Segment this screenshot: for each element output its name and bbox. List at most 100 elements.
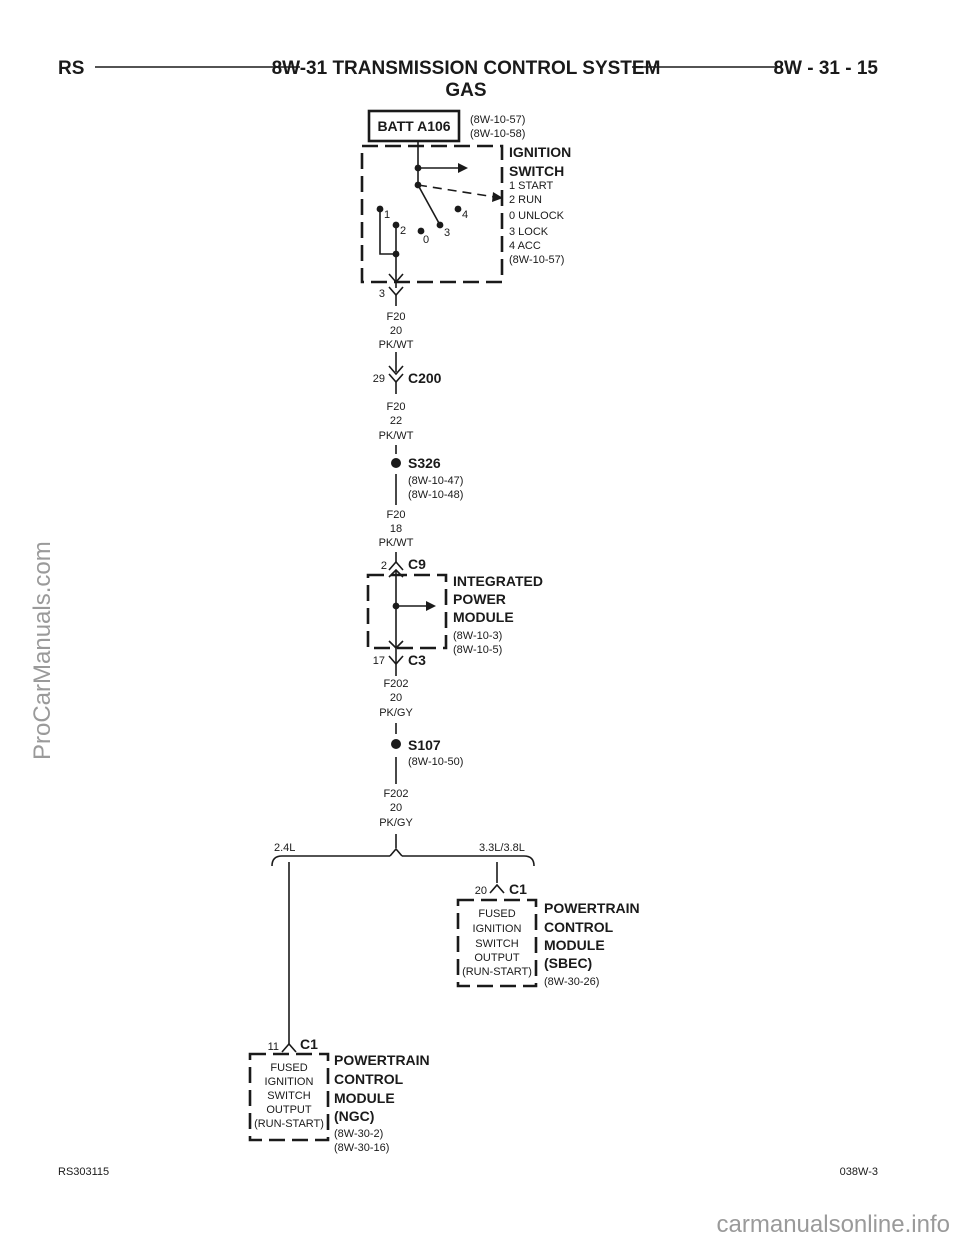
header-title-line1: 8W-31 TRANSMISSION CONTROL SYSTEM (272, 58, 661, 79)
ignition-legend-lock: 3 LOCK (509, 226, 549, 238)
c200-arrow-upper-icon (388, 365, 404, 376)
watermark-bottom: carmanualsonline.info (717, 1211, 950, 1238)
pcm-sbec-inner-4: OUTPUT (474, 952, 520, 964)
page-footer: RS303115 038W-3 (58, 1166, 878, 1178)
pcm-sbec-inner-5: (RUN-START) (462, 966, 532, 978)
pcm-ngc-terminal-icon (281, 1042, 297, 1053)
ignition-legend-run: 2 RUN (509, 194, 542, 206)
pcm-ngc: 11 C1 FUSED IGNITION SWITCH OUTPUT (RUN-… (248, 1036, 430, 1154)
wire-1-color: PK/WT (379, 339, 414, 351)
ipm-ref-2: (8W-10-5) (453, 644, 502, 656)
wire-2-color: PK/WT (379, 430, 414, 442)
wire-1-gauge: 20 (390, 325, 402, 337)
ignition-legend-unlock: 0 UNLOCK (509, 210, 565, 222)
pcm-sbec-pin: 20 (475, 885, 487, 897)
ignition-contact-pivot (414, 181, 422, 189)
ignition-output-terminal: 3 (379, 286, 404, 306)
ignition-wiper-blade (417, 184, 441, 226)
ipm-out-conn: C3 (408, 652, 426, 668)
wire-2-circuit: F20 (387, 401, 406, 413)
watermark-side: ProCarManuals.com (29, 541, 56, 760)
ignition-out-pin: 3 (379, 288, 385, 300)
ignition-jumper-wire (379, 209, 396, 255)
ipm-title-3: MODULE (453, 609, 514, 625)
pcm-ngc-title-3: MODULE (334, 1090, 395, 1106)
ignition-run-dashed-line (417, 184, 496, 198)
wire-5-circuit: F202 (383, 788, 408, 800)
pcm-ngc-inner-2: IGNITION (265, 1076, 314, 1088)
ignition-legend-start: 1 START (509, 180, 553, 192)
pcm-ngc-ref-1: (8W-30-2) (334, 1128, 383, 1140)
s107-splice: S107 (8W-10-50) (391, 723, 463, 784)
footer-right: 038W-3 (840, 1166, 878, 1178)
pcm-ngc-inner-3: SWITCH (267, 1090, 310, 1102)
batt-ref-1: (8W-10-57) (470, 114, 525, 126)
wire-2-label: F20 22 PK/WT (379, 401, 414, 442)
ipm-out-pin: 17 (373, 655, 385, 667)
wire-3-label: F20 18 PK/WT (379, 509, 414, 549)
ignition-legend-ref: (8W-10-57) (509, 254, 564, 266)
pcm-ngc-inner-4: OUTPUT (266, 1104, 312, 1116)
c200-pin: 29 (373, 373, 385, 385)
wire-4-circuit: F202 (383, 678, 408, 690)
s326-ref-1: (8W-10-47) (408, 475, 463, 487)
s326-splice: S326 (8W-10-47) (8W-10-48) (391, 445, 463, 505)
wire-1-label: F20 20 PK/WT (379, 311, 414, 351)
pcm-sbec-title-3: MODULE (544, 937, 605, 953)
s107-ref-1: (8W-10-50) (408, 756, 463, 768)
wire-5-label: F202 20 PK/GY (379, 788, 413, 829)
wire-4-gauge: 20 (390, 692, 402, 704)
branch-right-label: 3.3L/3.8L (479, 842, 525, 854)
branch-point-icon (389, 847, 403, 857)
ignition-pin-4: 4 (462, 209, 468, 221)
integrated-power-module: 2 C9 17 C3 INTEGRATED POWER MODULE (8W-1… (366, 552, 543, 676)
ipm-in-terminal-icon (388, 560, 404, 571)
s107-label: S107 (408, 737, 441, 753)
ignition-contact-0 (417, 227, 425, 235)
wire-4-label: F202 20 PK/GY (379, 678, 413, 719)
footer-left: RS303115 (58, 1166, 109, 1178)
ipm-title-1: INTEGRATED (453, 573, 543, 589)
ipm-title-2: POWER (453, 591, 506, 607)
ignition-pin-1: 1 (384, 209, 390, 221)
header-right: 8W - 31 - 15 (773, 58, 878, 79)
pcm-ngc-title-2: CONTROL (334, 1071, 404, 1087)
s326-label: S326 (408, 455, 441, 471)
arrow-right-icon (426, 601, 436, 611)
ipm-in-conn: C9 (408, 556, 426, 572)
pcm-sbec-conn: C1 (509, 881, 527, 897)
pcm-sbec-inner-3: SWITCH (475, 938, 518, 950)
ignition-title-1: IGNITION (509, 144, 571, 160)
arrow-run-icon (492, 192, 503, 202)
wire-3-gauge: 18 (390, 523, 402, 535)
pcm-ngc-title-1: POWERTRAIN (334, 1052, 430, 1068)
s326-ref-2: (8W-10-48) (408, 489, 463, 501)
pcm-ngc-housing (248, 1052, 330, 1142)
wire-1-circuit: F20 (387, 311, 406, 323)
batt-box (367, 109, 461, 143)
pcm-sbec-title-4: (SBEC) (544, 955, 592, 971)
pcm-sbec-terminal-icon (489, 883, 505, 894)
batt-a106: BATT A106 (8W-10-57) (8W-10-58) (367, 109, 525, 143)
header-left: RS (58, 58, 84, 79)
ignition-contact-3 (436, 221, 444, 229)
wire-3-circuit: F20 (387, 509, 406, 521)
ignition-pin-3: 3 (444, 227, 450, 239)
ignition-output-node (392, 250, 400, 258)
ipm-ref-1: (8W-10-3) (453, 630, 502, 642)
wire-3-color: PK/WT (379, 537, 414, 549)
ignition-contact-start (414, 164, 422, 172)
pcm-sbec-inner-2: IGNITION (473, 923, 522, 935)
connector-terminal-icon (388, 286, 404, 297)
arrow-start-icon (458, 163, 468, 173)
pcm-ngc-ref-2: (8W-30-16) (334, 1142, 389, 1154)
branch-right-hook (523, 855, 535, 867)
branch-left-hook (271, 855, 283, 867)
ignition-title-2: SWITCH (509, 163, 564, 179)
c200-label: C200 (408, 370, 442, 386)
splice-s326-icon (391, 458, 401, 468)
ignition-contact-4 (454, 205, 462, 213)
splice-s107-icon (391, 739, 401, 749)
pcm-ngc-inner-1: FUSED (270, 1062, 307, 1074)
